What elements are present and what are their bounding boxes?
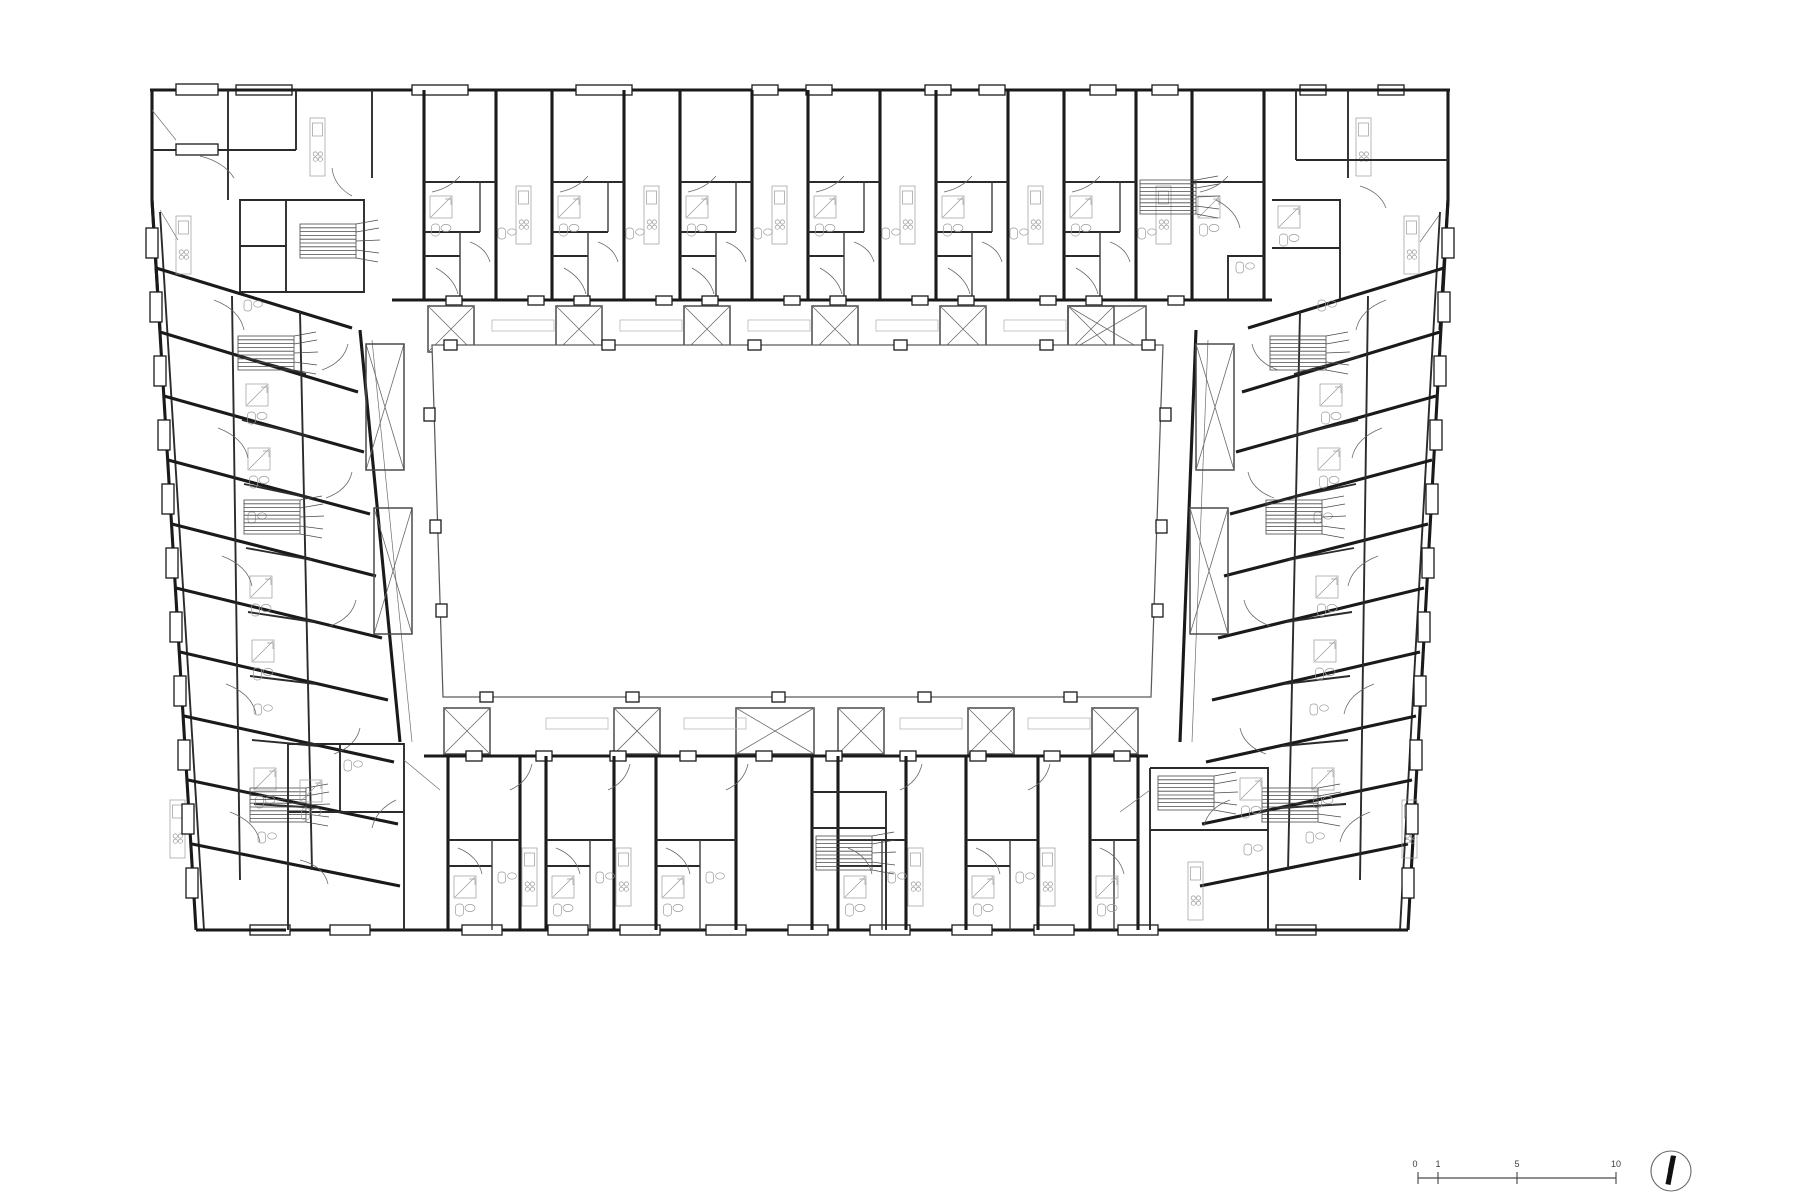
west-wing <box>145 199 413 931</box>
south-unit-doors <box>457 763 1125 875</box>
east-unit-party-walls <box>1199 266 1445 888</box>
southeast-core <box>1119 767 1408 932</box>
north-courtyard-openings <box>445 295 1185 306</box>
scale-label-0: 0 <box>1412 1159 1417 1169</box>
north-unit-party-walls <box>422 90 1266 300</box>
south-wing <box>196 707 1408 936</box>
north-unit-doors <box>431 175 1229 295</box>
south-courtyard-openings <box>465 750 1131 762</box>
courtyard-edge-piers <box>423 339 1172 703</box>
courtyard <box>423 339 1172 703</box>
south-unit-party-walls <box>446 756 1140 930</box>
southwest-core <box>196 743 441 932</box>
north-wing <box>150 83 1450 353</box>
east-unit-interior <box>1279 295 1369 881</box>
north-unit-interior-walls <box>424 181 1264 300</box>
scale-label-1: 1 <box>1435 1159 1440 1169</box>
northeast-core <box>1139 88 1450 331</box>
northwest-core <box>150 83 392 331</box>
west-balconies <box>365 343 413 635</box>
east-balconies <box>1189 343 1235 635</box>
scale-bar: 0 1 5 10 <box>1412 1159 1621 1184</box>
south-balconies <box>443 707 1139 755</box>
south-planters <box>545 717 1091 730</box>
east-facade-ticks <box>1401 227 1455 899</box>
north-unit-fixtures <box>309 117 1372 245</box>
west-unit-doors <box>213 299 361 843</box>
north-balconies <box>427 305 1147 353</box>
south-central-stair <box>812 791 897 930</box>
east-unit-doors <box>1239 299 1387 843</box>
west-unit-interior <box>231 295 321 881</box>
north-arrow-icon <box>1650 1150 1692 1192</box>
west-unit-party-walls <box>155 266 401 888</box>
west-facade-ticks <box>145 227 199 899</box>
south-unit-interior-walls <box>448 839 1138 930</box>
east-wing <box>1178 199 1455 931</box>
scale-label-10: 10 <box>1611 1159 1621 1169</box>
scale-label-5: 5 <box>1514 1159 1519 1169</box>
